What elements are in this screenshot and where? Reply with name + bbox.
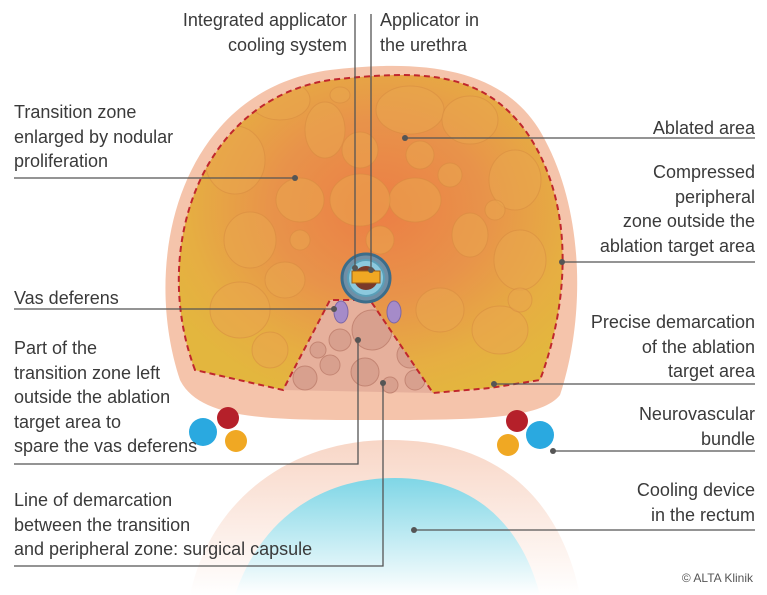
- label-neurovascular-bundle: Neurovascular bundle: [639, 402, 755, 451]
- label-line: cooling system: [227, 34, 347, 55]
- leader-line-of-demarcation: [14, 383, 384, 567]
- label-line: Compressed: [652, 162, 755, 182]
- label-line: enlarged by nodular: [14, 126, 174, 147]
- label-transition-zone: Transition zone enlarged by nodular prol…: [14, 100, 173, 174]
- label-line: proliferation: [14, 151, 109, 171]
- rectum-cooling-device: [190, 440, 580, 595]
- leader-lines: [14, 14, 755, 567]
- leader-dots: [292, 135, 565, 533]
- label-line: Line of demarcation: [14, 490, 173, 510]
- neurovascular-bundle-right: [497, 410, 554, 456]
- label-line: outside the ablation: [14, 387, 171, 407]
- label-line: Vas deferens: [14, 288, 119, 308]
- label-cooling-device: Cooling device in the rectum: [637, 478, 755, 527]
- label-ablated-area: Ablated area: [653, 116, 755, 141]
- label-compressed-peripheral: Compressed peripheral zone outside the a…: [600, 160, 755, 258]
- urethra-applicator: [340, 252, 392, 304]
- label-line: Precise demarcation: [590, 312, 755, 332]
- copyright-credit: © ALTA Klinik: [681, 571, 753, 585]
- label-line: target area: [667, 361, 755, 381]
- label-integrated-cooling: Integrated applicator cooling system: [183, 8, 347, 57]
- label-transition-left-outside: Part of the transition zone left outside…: [14, 336, 197, 459]
- label-line: and peripheral zone: surgical capsule: [14, 539, 313, 559]
- label-line: Applicator in: [380, 10, 480, 30]
- label-applicator-urethra: Applicator in the urethra: [380, 8, 479, 57]
- label-line: target area to: [14, 411, 122, 432]
- leader-transition-left-outside: [14, 340, 359, 465]
- label-vas-deferens: Vas deferens: [14, 286, 119, 311]
- label-line: ablation target area: [599, 235, 755, 256]
- label-line: Cooling device: [636, 480, 755, 500]
- label-line: of the ablation: [641, 336, 755, 357]
- label-line: Neurovascular: [638, 404, 755, 424]
- label-precise-demarcation: Precise demarcation of the ablation targ…: [591, 310, 755, 384]
- label-line-of-demarcation: Line of demarcation between the transiti…: [14, 488, 312, 562]
- label-line: in the rectum: [650, 504, 755, 525]
- label-line: Part of the: [14, 338, 98, 358]
- label-line: zone outside the: [622, 211, 755, 231]
- label-line: transition zone left: [14, 362, 161, 383]
- label-line: Transition zone: [14, 102, 137, 122]
- label-line: Ablated area: [652, 118, 755, 138]
- label-line: spare the vas deferens: [14, 436, 198, 456]
- ablation-demarcation-line: [177, 74, 564, 395]
- neurovascular-bundle-left: [189, 407, 247, 452]
- label-line: peripheral: [674, 186, 755, 207]
- label-line: between the transition: [14, 514, 191, 535]
- label-line: the urethra: [380, 34, 468, 55]
- label-line: Integrated applicator: [182, 10, 347, 30]
- label-line: bundle: [700, 428, 755, 449]
